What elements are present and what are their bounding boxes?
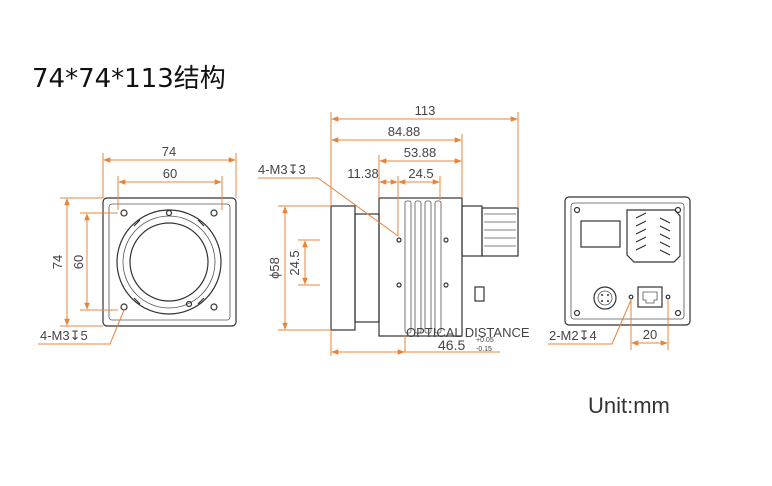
front-hole-icon	[210, 209, 218, 217]
front-mount-aperture	[129, 222, 209, 302]
front-housing-inner	[108, 203, 231, 321]
front-height-outer-label: 74	[50, 255, 65, 269]
side-connector	[481, 207, 519, 257]
front-hole-icon	[210, 303, 218, 311]
back-holes-label: 2-M2↧4	[549, 328, 597, 343]
side-holes-label: 4-M3↧3	[258, 162, 306, 177]
front-mount-screw-icon	[165, 209, 173, 217]
back-label-plate	[580, 220, 621, 248]
side-dia-label: ϕ58	[267, 257, 282, 279]
side-fin	[434, 200, 442, 334]
back-housing-outline	[564, 196, 691, 326]
side-len-a-label: 84.88	[388, 124, 421, 139]
optical-tolerance-minus: -0.15	[476, 346, 492, 353]
front-mount-screw-icon	[185, 300, 193, 308]
side-io-port	[474, 286, 485, 302]
optical-tolerance-plus: +0.05	[476, 337, 494, 344]
back-view: 20 2-M2↧4	[548, 196, 691, 350]
side-view: 113 84.88 53.88 11.38 24.5 ϕ58 24.5 4-M3…	[258, 103, 530, 356]
front-width-inner-label: 60	[163, 166, 177, 181]
front-height-inner-label: 60	[71, 255, 86, 269]
front-mount-ring-inner	[122, 215, 216, 309]
side-len-d-label: 24.5	[408, 166, 433, 181]
back-housing-inner	[570, 202, 685, 320]
unit-label: Unit:mm	[588, 393, 670, 418]
side-h-inner-label: 24.5	[287, 250, 302, 275]
optical-distance-label: OPTICAL DISTANCE	[406, 325, 530, 340]
back-ethernet-port-icon	[637, 286, 663, 308]
back-corner-screw-icon	[674, 309, 682, 317]
front-hole-icon	[120, 303, 128, 311]
front-hole-icon	[120, 209, 128, 217]
side-connector-ribs	[484, 213, 516, 247]
back-corner-screw-icon	[573, 206, 581, 214]
side-hole-icon	[396, 282, 402, 288]
side-fin	[404, 200, 412, 334]
page-title: 74*74*113结构	[32, 64, 226, 94]
front-mount-ring	[116, 209, 222, 315]
side-hole-icon	[396, 237, 402, 243]
front-width-outer-label: 74	[162, 144, 176, 159]
back-corner-screw-icon	[573, 309, 581, 317]
optical-distance-value: 46.5	[438, 337, 465, 353]
side-fin	[424, 200, 432, 334]
side-hole-icon	[443, 282, 449, 288]
back-vent-slots	[635, 212, 671, 256]
side-rear-block	[461, 205, 483, 257]
back-m2-hole-icon	[665, 294, 671, 300]
front-housing-outline	[102, 197, 237, 327]
side-len-c-label: 11.38	[347, 166, 379, 181]
side-fin	[414, 200, 422, 334]
side-len-total-label: 113	[415, 103, 436, 118]
side-len-b-label: 53.88	[404, 145, 437, 160]
back-gpio-connector-icon	[593, 286, 617, 310]
front-bayonet-tabs	[133, 219, 205, 305]
front-view: 74 60 74 60 4-M3↧5	[38, 144, 237, 345]
back-m2-hole-icon	[628, 294, 634, 300]
side-lens-mount	[330, 205, 356, 331]
back-vent-housing	[626, 209, 681, 263]
side-mount-flange	[354, 213, 380, 323]
front-holes-label: 4-M3↧5	[40, 328, 88, 343]
side-body	[378, 197, 463, 337]
side-hole-icon	[443, 237, 449, 243]
back-spacing-label: 20	[643, 327, 657, 342]
